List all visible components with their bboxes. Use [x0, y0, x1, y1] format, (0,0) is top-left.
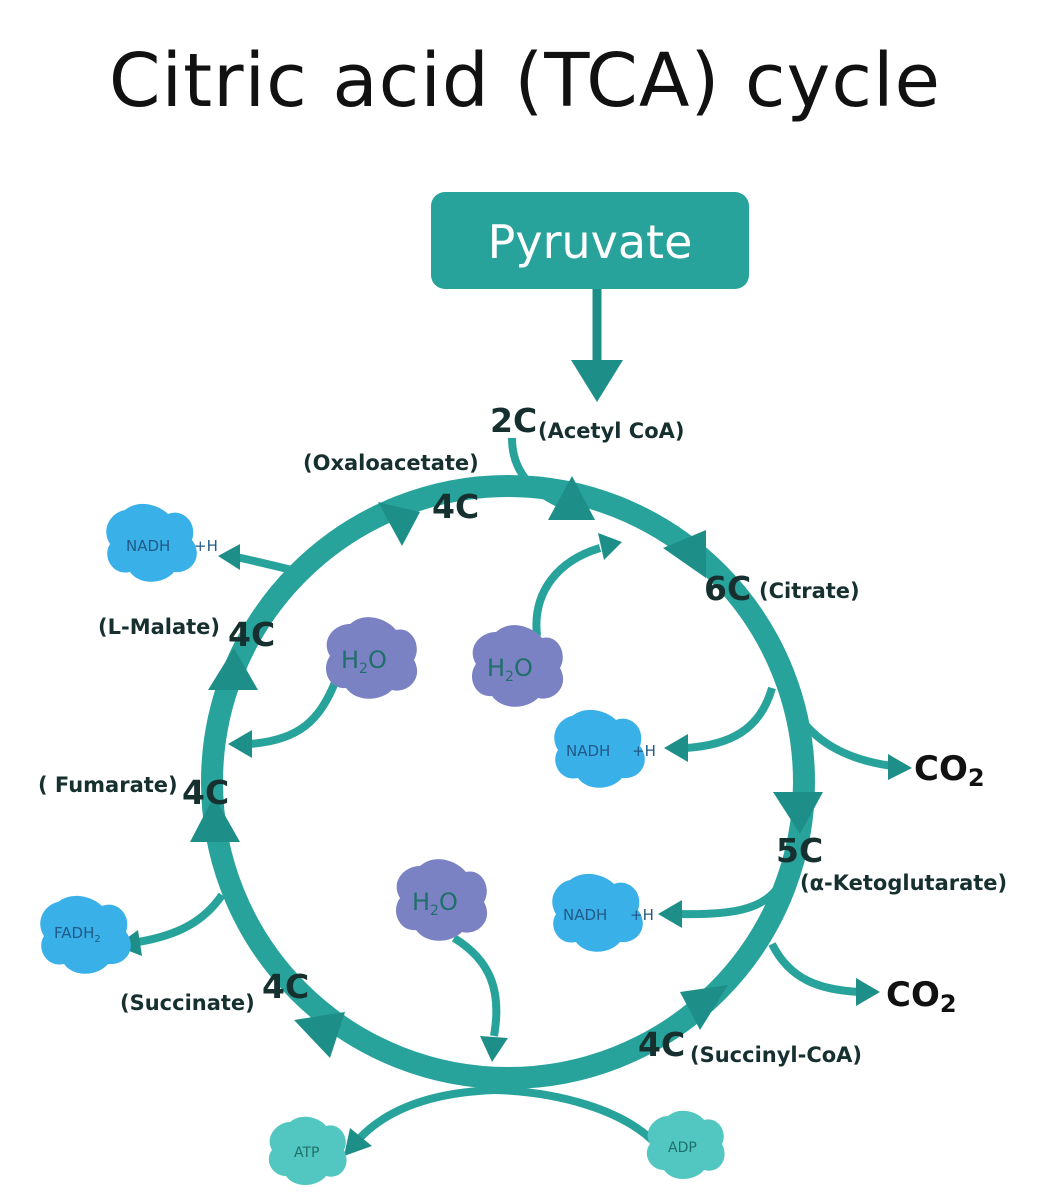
- h2-subscript: 2: [359, 661, 368, 677]
- nadh-blob-ketoglutarate: NADH: [552, 873, 643, 952]
- malate-name-label: (L-Malate): [98, 615, 220, 639]
- co2-subscript: 2: [968, 764, 985, 792]
- ring-arrow-succinyl: [680, 985, 728, 1030]
- ring-arrow-ketoglutarate: [773, 792, 823, 834]
- svg-text:H2O: H2O: [412, 888, 458, 919]
- fumarate-carbon-label: 4C: [182, 773, 229, 812]
- co2-main: CO: [914, 749, 968, 789]
- co2-subscript: 2: [940, 990, 957, 1018]
- succinate-carbon-label: 4C: [262, 967, 309, 1006]
- h-label: H: [341, 646, 359, 674]
- co2-lower-arrow: [768, 942, 861, 996]
- nadh-blob-top-left: NADH: [106, 503, 197, 582]
- adp-blob: ADP: [646, 1110, 725, 1179]
- h2o-blob-center: H2O: [471, 625, 564, 707]
- nadh-top-left-arrow: [231, 552, 301, 576]
- fadh-label: FADH: [54, 924, 94, 942]
- h2o-inner-bottom-arrow: [451, 934, 501, 1037]
- nadh-keto-arrow: [679, 887, 780, 919]
- nadh-citrate-arrow: [685, 686, 776, 752]
- h-label: H: [412, 888, 430, 916]
- svg-text:H2O: H2O: [487, 654, 533, 685]
- ring-arrow-succinate: [294, 1012, 345, 1058]
- nadh-top-left-arrowhead: [218, 544, 240, 570]
- svg-text:FADH2: FADH2: [54, 924, 101, 945]
- adp-arrow: [494, 1086, 655, 1143]
- h2o-blob-bottom: H2O: [395, 859, 488, 941]
- h-label: H: [487, 654, 505, 682]
- co2-lower-label: CO2: [886, 975, 957, 1018]
- plus-h-label: +H: [194, 537, 218, 555]
- plus-h-label: +H: [632, 742, 656, 760]
- fumarate-name-label: ( Fumarate): [38, 773, 178, 797]
- pyruvate-box: [431, 192, 749, 289]
- acetyl-carbon-label: 2C: [490, 401, 537, 440]
- atp-arrowhead: [344, 1128, 372, 1156]
- pyruvate-label: Pyruvate: [488, 215, 693, 269]
- pyruvate-arrowhead: [571, 360, 623, 402]
- fadh-arrow: [137, 892, 226, 946]
- h2o-inner-left-arrowhead: [228, 730, 252, 758]
- co2-lower-arrowhead: [856, 978, 880, 1006]
- ring-arrow-citrate: [663, 530, 706, 578]
- h2o-blob-left: H2O: [325, 617, 418, 699]
- nadh-citrate-arrowhead: [664, 734, 688, 762]
- co2-upper-arrowhead: [888, 754, 912, 780]
- ring-arrow-oxaloacetate: [378, 502, 420, 546]
- ketoglutarate-name-label: (α-Ketoglutarate): [800, 871, 1007, 895]
- malate-carbon-label: 4C: [228, 615, 275, 654]
- h2-subscript: 2: [430, 903, 439, 919]
- atp-arrow: [355, 1086, 496, 1143]
- nadh-label: NADH: [566, 742, 610, 760]
- succinate-name-label: (Succinate): [120, 991, 255, 1015]
- h2o-inner-top-arrow: [532, 544, 602, 637]
- o-label: O: [439, 888, 458, 916]
- page-title: Citric acid (TCA) cycle: [108, 38, 942, 124]
- adp-label: ADP: [668, 1140, 697, 1156]
- o-label: O: [368, 646, 387, 674]
- o-label: O: [514, 654, 533, 682]
- ring-arrow-acetyl: [548, 476, 595, 520]
- atp-label: ATP: [294, 1145, 319, 1161]
- co2-upper-label: CO2: [914, 749, 985, 792]
- h2o-inner-top-arrowhead: [598, 533, 622, 560]
- fadh2-blob: FADH2: [40, 895, 131, 974]
- svg-text:H2O: H2O: [341, 646, 387, 677]
- nadh-keto-arrowhead: [658, 900, 682, 928]
- h2o-inner-left-arrow: [249, 678, 340, 748]
- atp-blob: ATP: [268, 1116, 347, 1185]
- succinyl-name-label: (Succinyl-CoA): [690, 1043, 862, 1067]
- h2-subscript: 2: [505, 669, 514, 685]
- nadh-label: NADH: [126, 537, 170, 555]
- nadh-label: NADH: [563, 906, 607, 924]
- acetyl-entry-path: [508, 437, 562, 508]
- plus-h-label: +H: [630, 906, 654, 924]
- cycle-ring: [201, 475, 815, 1089]
- oxaloacetate-carbon-label: 4C: [432, 487, 479, 526]
- co2-main: CO: [886, 975, 940, 1015]
- citrate-carbon-label: 6C: [704, 569, 751, 608]
- fadh-subscript: 2: [94, 934, 100, 945]
- ring-arrow-fumarate: [190, 796, 240, 842]
- nadh-blob-citrate: NADH: [554, 709, 645, 788]
- succinyl-carbon-label: 4C: [638, 1025, 685, 1064]
- acetyl-name-label: (Acetyl CoA): [538, 419, 684, 443]
- co2-upper-arrow: [796, 715, 893, 770]
- ring-arrow-malate: [208, 648, 258, 690]
- oxaloacetate-name-label: (Oxaloacetate): [303, 451, 479, 475]
- ketoglutarate-carbon-label: 5C: [776, 831, 823, 870]
- h2o-inner-bottom-arrowhead: [480, 1036, 508, 1062]
- citrate-name-label: (Citrate): [759, 579, 860, 603]
